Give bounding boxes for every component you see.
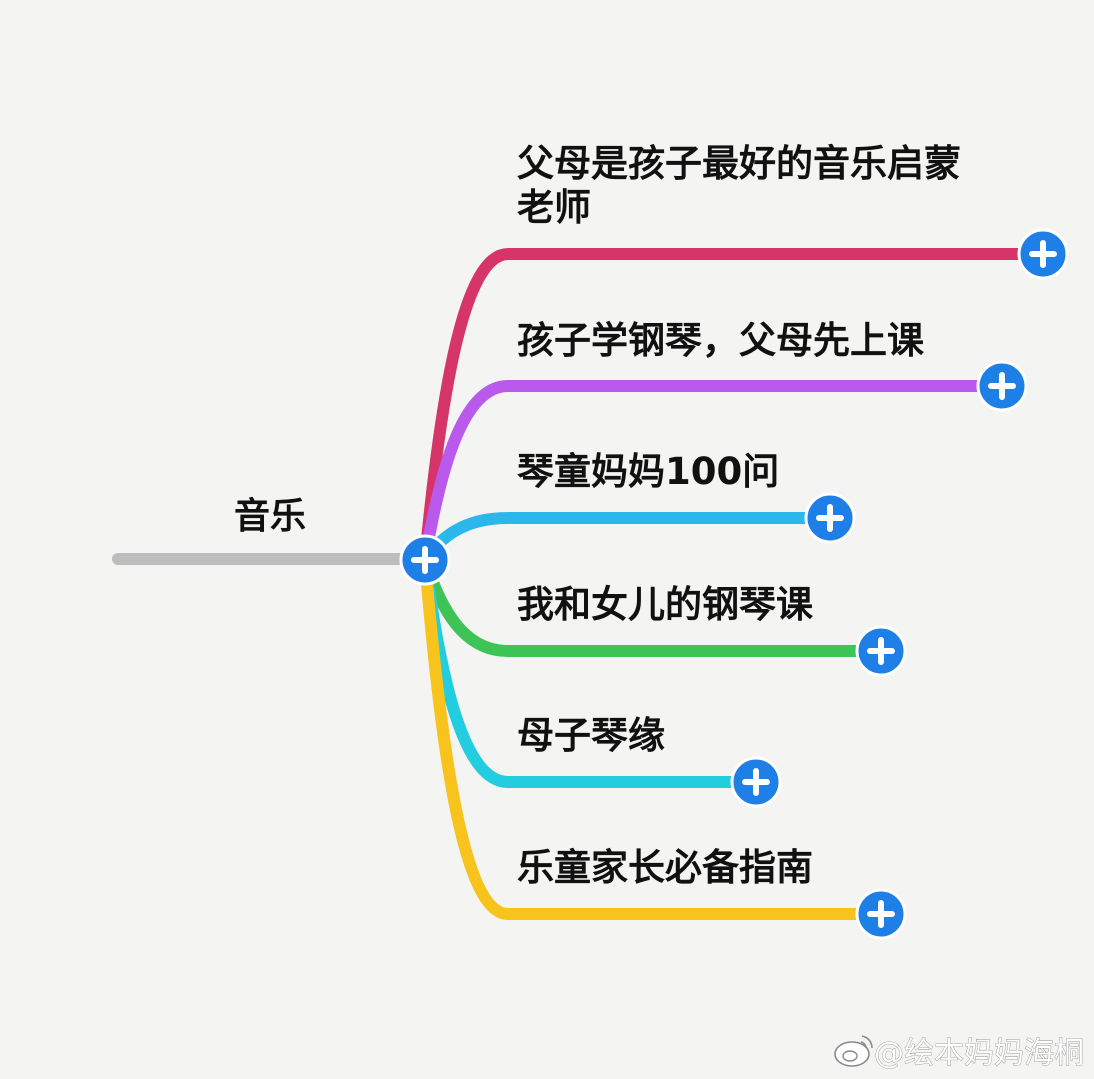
branch-label[interactable]: 琴童妈妈100问 <box>517 450 779 493</box>
branch-label[interactable]: 父母是孩子最好的音乐启蒙 <box>517 142 961 185</box>
root-label[interactable]: 音乐 <box>234 496 306 537</box>
branch-line <box>419 248 1049 566</box>
plus-icon <box>988 372 1016 400</box>
plus-icon <box>742 768 770 796</box>
expand-buttons <box>399 228 1069 940</box>
branch-line <box>419 512 836 566</box>
branch-labels: 父母是孩子最好的音乐启蒙老师孩子学钢琴，父母先上课琴童妈妈100问我和女儿的钢琴… <box>517 142 961 889</box>
watermark-text: @绘本妈妈海桐 <box>874 1036 1084 1071</box>
root-node: 音乐 <box>112 496 431 565</box>
branch-line <box>419 380 1008 566</box>
expand-button[interactable] <box>1017 228 1069 280</box>
branch-label[interactable]: 母子琴缘 <box>517 714 665 757</box>
expand-button[interactable] <box>399 534 451 586</box>
plus-icon <box>816 504 844 532</box>
expand-button[interactable] <box>855 625 907 677</box>
branch-label[interactable]: 老师 <box>517 186 591 229</box>
expand-button[interactable] <box>976 360 1028 412</box>
branch-label[interactable]: 我和女儿的钢琴课 <box>517 583 814 626</box>
weibo-icon <box>834 1035 873 1067</box>
watermark: @绘本妈妈海桐 <box>834 1035 1084 1071</box>
branch-label[interactable]: 孩子学钢琴，父母先上课 <box>517 319 925 362</box>
expand-button[interactable] <box>730 756 782 808</box>
expand-button[interactable] <box>855 888 907 940</box>
branch-label[interactable]: 乐童家长必备指南 <box>517 846 813 889</box>
branch-line <box>419 554 887 920</box>
plus-icon <box>1029 240 1057 268</box>
expand-button[interactable] <box>804 492 856 544</box>
plus-icon <box>411 546 439 574</box>
plus-icon <box>867 637 895 665</box>
plus-icon <box>867 900 895 928</box>
